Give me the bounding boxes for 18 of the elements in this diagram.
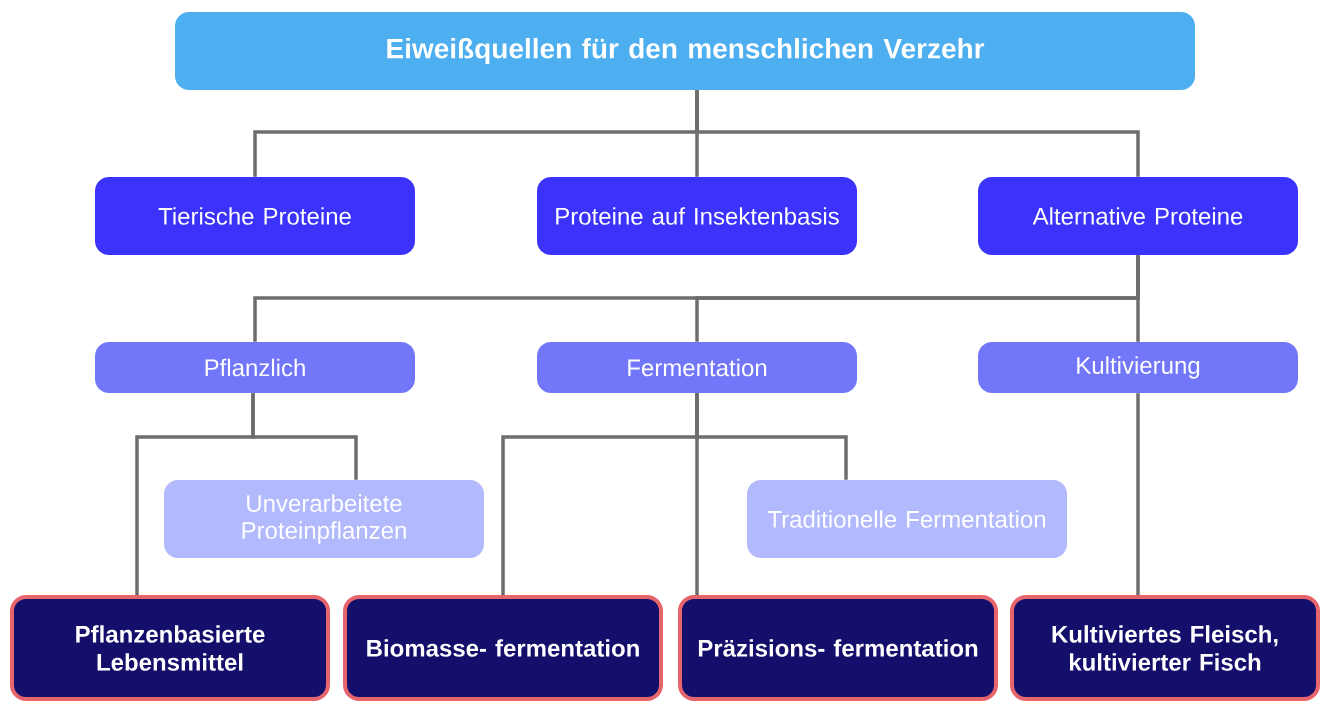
title-box: Eiweißquellen für den menschlichen Verzehr xyxy=(175,12,1195,90)
category-box: Unverarbeitete Proteinpflanzen xyxy=(164,480,484,558)
category-box: Tierische Proteine xyxy=(95,177,415,255)
product-box: Pflanzenbasierte Lebensmittel xyxy=(10,595,330,701)
connector-line xyxy=(1136,255,1140,342)
product-box: Kultiviertes Fleisch, kultivierter Fisch xyxy=(1010,595,1320,701)
product-box: Präzisions- fermentation xyxy=(678,595,998,701)
connector-line xyxy=(695,393,848,480)
category-box: Alternative Proteine xyxy=(978,177,1298,255)
connector-line xyxy=(695,90,1140,177)
category-box: Kultivierung xyxy=(978,342,1298,393)
category-box: Proteine auf Insektenbasis xyxy=(537,177,857,255)
product-box: Biomasse- fermentation xyxy=(343,595,663,701)
category-box: Pflanzlich xyxy=(95,342,415,393)
category-box: Fermentation xyxy=(537,342,857,393)
connector-line xyxy=(251,393,358,480)
category-box: Traditionelle Fermentation xyxy=(747,480,1067,558)
connector-line xyxy=(1136,393,1140,595)
